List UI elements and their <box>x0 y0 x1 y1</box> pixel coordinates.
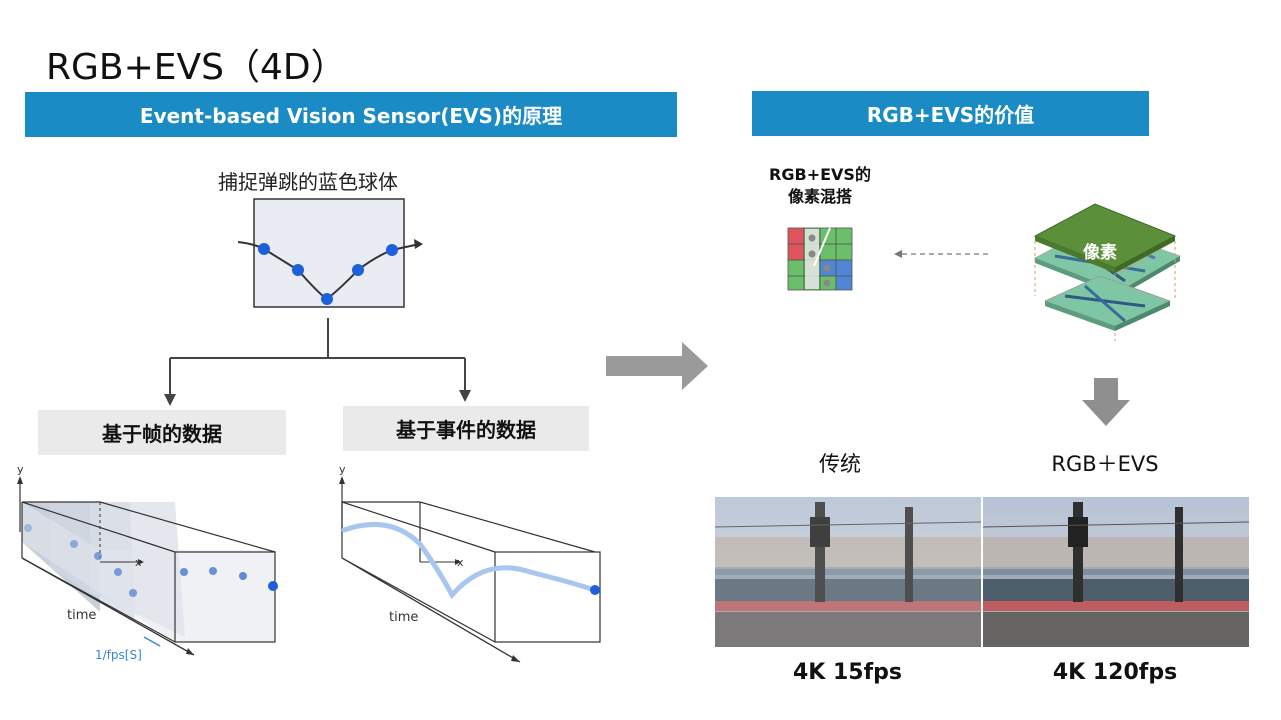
ball <box>321 293 333 305</box>
x-axis-arrow-icon <box>138 559 144 565</box>
y-axis-label: y <box>339 463 346 476</box>
ball-sample <box>70 540 78 548</box>
time-axis-label: time <box>67 608 96 623</box>
big-right-arrow-icon <box>606 342 708 390</box>
rgb-evs-frame <box>982 497 1249 647</box>
traditional-frame <box>715 497 982 647</box>
event-based-data-label: 基于事件的数据 <box>343 406 589 451</box>
big-down-arrow-icon <box>1082 378 1130 426</box>
branch-connector <box>164 318 471 406</box>
ball-sample <box>239 572 247 580</box>
trajectory-arrowhead <box>414 239 423 249</box>
time-axis-arrow-icon <box>186 648 194 655</box>
capture-caption: 捕捉弹跳的蓝色球体 <box>218 170 398 194</box>
ball-sample <box>114 568 122 576</box>
frame-based-volume: y x time 1/fps[S] <box>17 463 278 662</box>
ball <box>590 585 600 595</box>
event-trail <box>341 522 598 600</box>
x-axis-label: x <box>135 556 142 569</box>
frame-slice <box>22 502 275 642</box>
x-axis-arrow-icon <box>455 559 461 565</box>
y-axis-arrow-icon <box>339 476 345 484</box>
y-axis-arrow-icon <box>17 476 23 484</box>
ball <box>258 243 270 255</box>
ball-sample <box>129 589 137 597</box>
rgb-evs-label: RGB＋EVS <box>1051 452 1159 476</box>
bouncing-ball-diagram <box>237 198 423 308</box>
pixel-mix-grid <box>787 227 853 291</box>
rgb-evs-fps-label: 4K 120fps <box>1052 660 1178 685</box>
ball-sample <box>24 524 32 532</box>
ball <box>386 244 398 256</box>
fps-interval-marker <box>143 636 161 647</box>
traditional-label: 传统 <box>819 452 861 476</box>
event-based-volume: y x time <box>339 463 601 663</box>
dashed-arrow-left-icon <box>894 250 988 258</box>
ball-sample <box>209 567 217 575</box>
arrowhead-down-icon <box>164 394 176 406</box>
fps-interval-label: 1/fps[S] <box>95 648 142 662</box>
evs-principle-banner: Event-based Vision Sensor(EVS)的原理 <box>25 92 677 137</box>
page-title: RGB+EVS（4D） <box>46 47 347 88</box>
frame-based-data-label: 基于帧的数据 <box>38 410 286 455</box>
rgb-evs-value-banner: RGB+EVS的价值 <box>752 91 1149 136</box>
traditional-fps-label: 4K 15fps <box>792 660 903 685</box>
ball <box>352 264 364 276</box>
time-axis <box>341 557 521 663</box>
train-comparison-image <box>715 497 1249 647</box>
arrowhead-down-icon <box>459 390 471 402</box>
pixel-mix-label: RGB+EVS的 像素混搭 <box>740 164 900 208</box>
sensor-chip-illustration: 像素 <box>1033 203 1181 341</box>
time-axis-label: time <box>389 610 418 625</box>
x-axis-label: x <box>457 556 464 569</box>
time-axis-arrow-icon <box>511 655 520 662</box>
time-axis <box>21 557 195 656</box>
pixel-mix-label-line2: 像素混搭 <box>787 187 852 206</box>
y-axis-label: y <box>17 463 24 476</box>
chip-pixel-label: 像素 <box>1083 243 1117 263</box>
pixel-mix-label-line1: RGB+EVS的 <box>769 165 871 184</box>
ball-sample <box>94 552 102 560</box>
ball-sample <box>268 581 278 591</box>
ball-sample <box>180 568 188 576</box>
capture-frame <box>253 198 405 308</box>
ball <box>292 264 304 276</box>
